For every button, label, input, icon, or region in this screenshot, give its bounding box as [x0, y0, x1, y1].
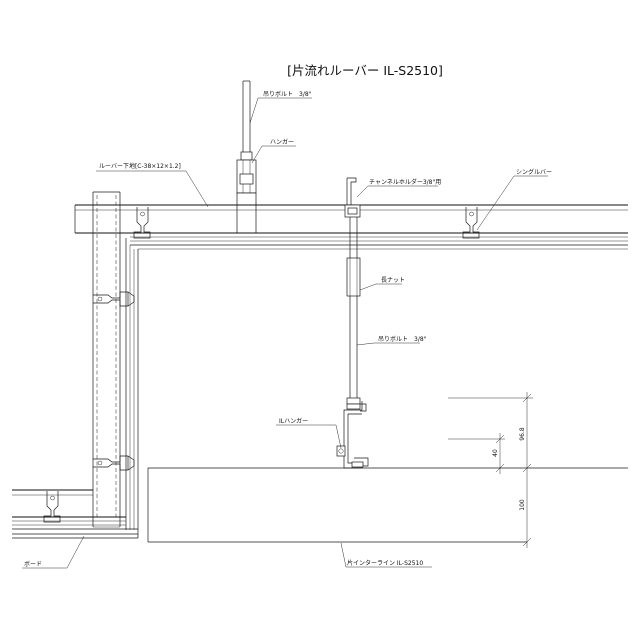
il-hanger [336, 401, 369, 469]
label-hanger: ハンガー [270, 138, 294, 146]
lower-beam-clip [43, 491, 61, 523]
label-single-interline: 片インターライン IL-S2510 [347, 559, 423, 567]
hanging-bolt-left [240, 80, 253, 161]
hanging-bolt-middle [349, 217, 358, 258]
left-column [92, 191, 121, 528]
label-hanging-bolt-top: 吊りボルト 3/8" [263, 90, 312, 98]
label-il-hanger: ILハンガー [279, 417, 308, 425]
left-frame [125, 238, 628, 538]
dimension-96-8: 96.8 [519, 427, 526, 441]
label-long-nut: 長ナット [381, 277, 405, 284]
louver-blade [147, 467, 628, 543]
lower-beam [12, 489, 138, 530]
long-nut [346, 257, 361, 297]
column-clip-lower [93, 455, 135, 471]
dimension-40: 40 [492, 449, 499, 457]
dimension-100: 100 [519, 499, 526, 511]
drawing-title: [片流れルーバー IL-S2510] [287, 63, 443, 78]
hanging-bolt-lower [346, 296, 361, 410]
beam-clip-left [133, 207, 151, 239]
channel-holder [344, 177, 361, 218]
leader-lines [22, 97, 548, 569]
hanger-left [236, 159, 257, 234]
label-single-bar: シングルバー [516, 168, 552, 176]
column-clip-upper [93, 291, 135, 307]
label-board: ボード [24, 560, 42, 568]
single-bar-clip [462, 207, 480, 239]
board [12, 533, 138, 539]
label-louver-channel: ルーバー下地[C-38×12×1.2] [99, 162, 181, 170]
dimension-lines [448, 392, 533, 548]
label-hanging-bolt-mid: 吊りボルト 3/8" [378, 335, 427, 343]
label-channel-holder: チャンネルホルダー3/8"用 [369, 178, 441, 186]
